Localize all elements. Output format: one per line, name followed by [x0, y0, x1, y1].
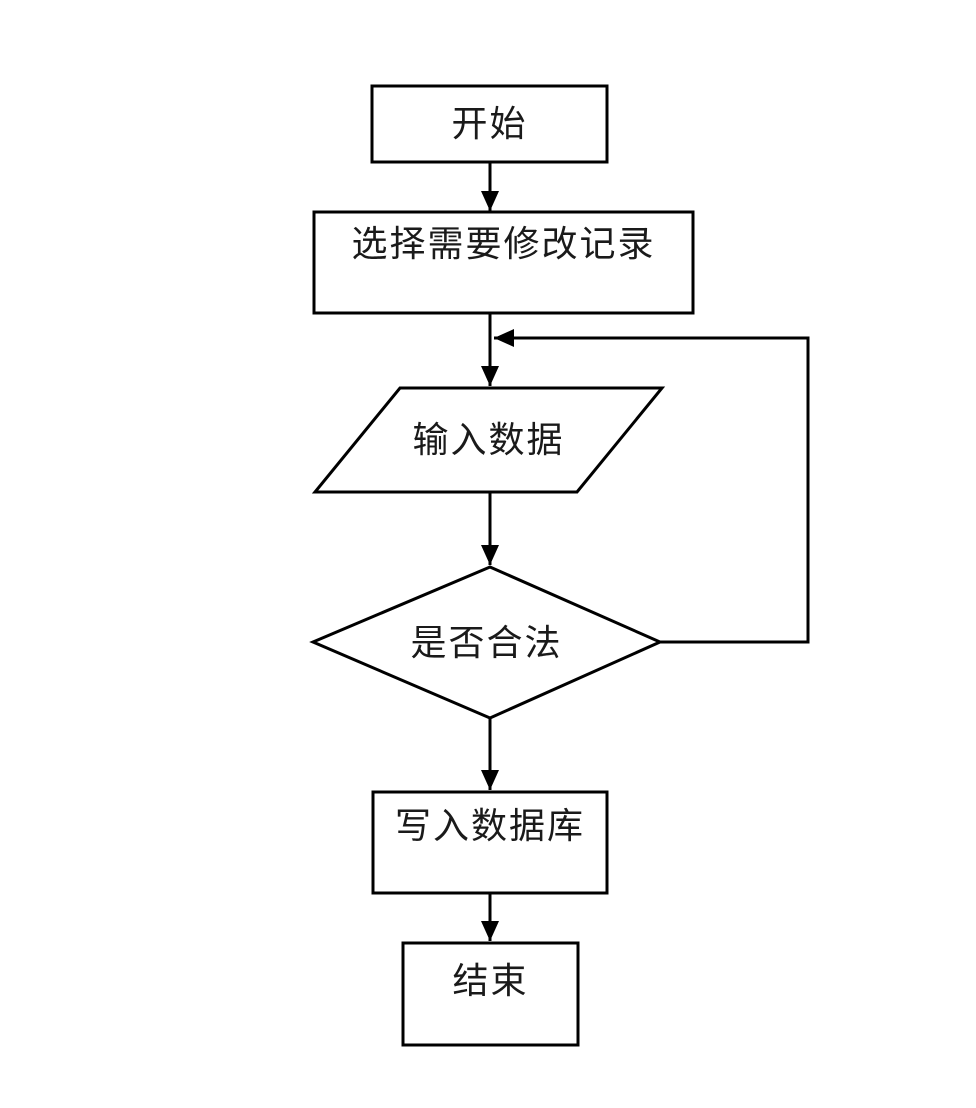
edge-valid-feedback-loop — [494, 329, 810, 644]
node-select-record-rectangle — [312, 210, 695, 315]
node-label-validity-check: 是否合法 — [410, 622, 563, 663]
node-label-select-record: 选择需要修改记录 — [351, 224, 656, 264]
node-write-database-rectangle — [371, 790, 609, 895]
node-input-data-parallelogram — [311, 386, 666, 494]
node-label-end: 结束 — [452, 961, 529, 1001]
node-end-rectangle — [401, 941, 580, 1047]
node-validity-check-diamond — [309, 565, 664, 720]
node-label-write-database: 写入数据库 — [394, 806, 585, 846]
node-label-input-data: 输入数据 — [412, 420, 565, 460]
node-start-rectangle — [370, 84, 609, 164]
node-label-start: 开始 — [451, 104, 528, 144]
